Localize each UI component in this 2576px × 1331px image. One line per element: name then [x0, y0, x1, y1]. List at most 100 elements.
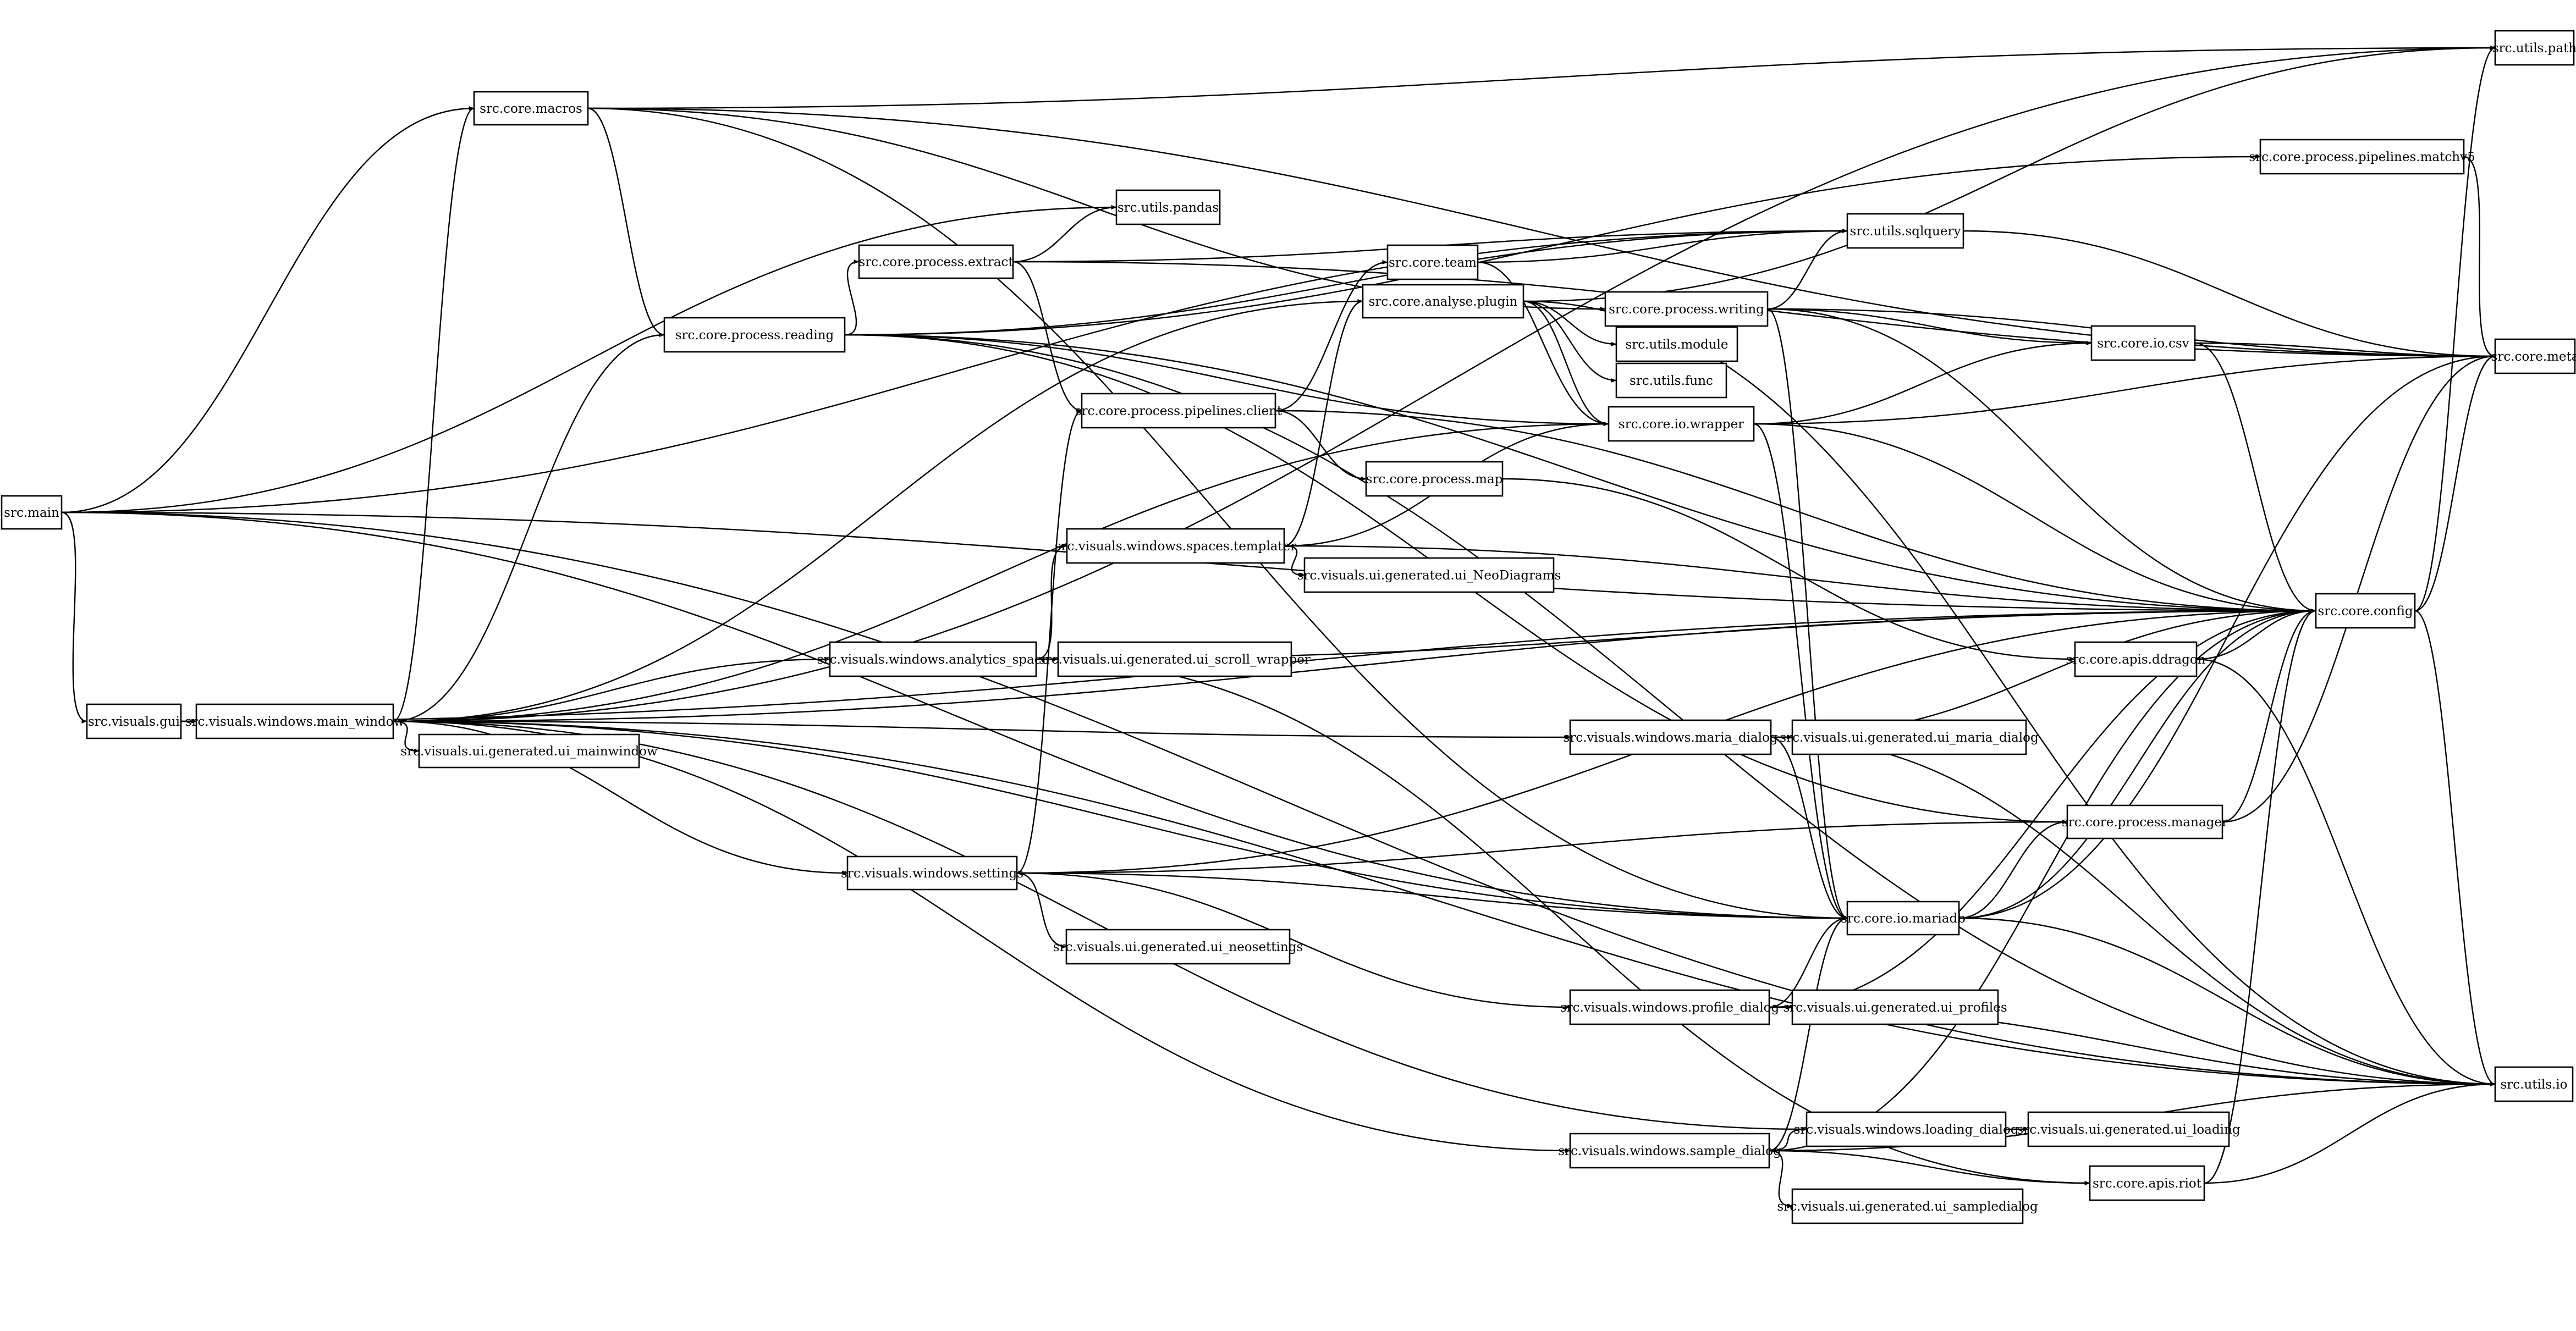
node-label: src.core.config [2318, 604, 2413, 618]
node-meta: src.core.meta [2491, 338, 2576, 374]
node-sampledlg: src.visuals.windows.sample_dialog [1558, 1133, 1781, 1169]
node-label: src.visuals.ui.generated.ui_maria_dialog [1780, 731, 2039, 745]
node-box [1615, 326, 1738, 362]
edge-templater-to-aplugin [1284, 299, 1363, 547]
node-label: src.visuals.ui.generated.ui_neosettings [1053, 940, 1303, 954]
edge-wrapper-to-config [1753, 423, 2316, 613]
node-label: src.core.process.manager [2062, 815, 2228, 830]
edge-aplugin-to-func [1523, 300, 1617, 383]
edge-aplugin-to-wrapper [1523, 300, 1609, 426]
node-label: src.core.apis.riot [2093, 1177, 2202, 1191]
node-uineodiag: src.visuals.ui.generated.ui_NeoDiagrams [1297, 557, 1561, 593]
node-box [1806, 1111, 2007, 1147]
edge-sampledlg-to-uisample [1769, 1150, 1793, 1208]
edge-pclient-to-config [1275, 410, 2316, 613]
node-mariadb: src.core.io.mariadb [1841, 901, 1966, 936]
node-io: src.utils.io [2494, 1066, 2574, 1102]
node-writing: src.core.process.writing [1604, 291, 1769, 327]
node-label: src.utils.pandas [1118, 201, 1219, 215]
edge-templater-to-config [1284, 545, 2316, 613]
edge-macros-to-path [587, 46, 2496, 109]
node-box [2259, 139, 2465, 175]
edge-sqlquery-to-meta [1963, 230, 2496, 358]
node-templater: src.visuals.windows.spaces.templater [1055, 528, 1297, 564]
edge-mariadlg-to-config [1770, 609, 2316, 738]
node-box [1386, 244, 1479, 280]
edge-mainwin-to-mariadlg [393, 720, 1571, 739]
node-reading: src.core.process.reading [663, 317, 846, 353]
node-box [1303, 557, 1555, 593]
edge-config-to-path [2414, 46, 2496, 612]
edge-mainwin-to-analytics [393, 657, 830, 722]
edge-mariadb-to-io [1958, 917, 2496, 1086]
edge-main-to-pandas [61, 205, 1117, 513]
node-label: src.visuals.windows.spaces.templater [1055, 539, 1297, 554]
edge-ddragon-to-io [2196, 658, 2496, 1086]
edge-main-to-io [61, 511, 2496, 1086]
node-label: src.visuals.windows.sample_dialog [1558, 1144, 1781, 1158]
node-label: src.utils.sqlquery [1850, 224, 1961, 239]
node-wrapper: src.core.io.wrapper [1608, 406, 1755, 442]
node-box [418, 733, 640, 769]
node-sqlquery: src.utils.sqlquery [1846, 213, 1964, 249]
node-label: src.core.process.reading [675, 328, 834, 343]
edge-reading-to-extract [844, 259, 860, 336]
edge-mainwin-to-config [393, 609, 2316, 722]
node-box [1791, 989, 1999, 1025]
edge-config-to-io [2414, 610, 2496, 1086]
edge-writing-to-config [1767, 308, 2316, 613]
node-label: src.visuals.windows.main_window [185, 715, 405, 729]
node-box [1791, 719, 2027, 755]
node-box [1569, 1133, 1770, 1169]
node-box [1362, 284, 1524, 319]
edge-mainwin-to-io [393, 720, 2496, 1086]
node-uimainwin: src.visuals.ui.generated.ui_mainwindow [400, 733, 658, 769]
node-label: src.core.io.csv [2097, 336, 2189, 351]
node-label: src.visuals.ui.generated.ui_NeoDiagrams [1297, 568, 1561, 583]
node-label: src.utils.module [1625, 338, 1728, 352]
edge-mainwin-to-reading [393, 333, 665, 722]
node-label: src.visuals.ui.generated.ui_mainwindow [400, 744, 658, 759]
edge-analytics-to-riot [1036, 658, 2090, 1185]
edge-mainwin-to-macros [393, 106, 475, 722]
edge-main-to-sqlquery [61, 229, 1848, 513]
node-riot: src.core.apis.riot [2089, 1165, 2205, 1201]
edge-matchv5-to-meta [2463, 156, 2496, 358]
node-label: src.utils.func [1630, 374, 1713, 388]
edge-mariadb-to-config [1958, 609, 2316, 919]
edge-csv-to-config [2194, 342, 2316, 613]
node-box [829, 641, 1037, 677]
edge-riot-to-io [2204, 1082, 2496, 1184]
node-gui: src.visuals.gui [86, 703, 182, 739]
node-label: src.core.process.pipelines.matchv5 [2249, 150, 2475, 164]
edge-settings-to-manager [1016, 820, 2068, 874]
node-box [86, 703, 182, 739]
node-box [2494, 338, 2576, 374]
node-box [858, 244, 1014, 279]
node-func: src.utils.func [1615, 362, 1727, 399]
node-path: src.utils.path [2492, 30, 2576, 66]
node-settings: src.visuals.windows.settings [841, 855, 1023, 891]
node-box [846, 855, 1018, 891]
edge-settings-to-profiledlg [1016, 872, 1571, 1009]
node-pandas: src.utils.pandas [1115, 189, 1221, 225]
node-main: src.main [1, 495, 63, 530]
edge-aplugin-to-path [1523, 46, 2496, 302]
edge-main-to-gui [61, 511, 87, 724]
edge-macros-to-mariadb [587, 107, 1848, 920]
edge-settings-to-pclient [1016, 408, 1082, 874]
node-box [1066, 528, 1285, 564]
node-label: src.core.io.wrapper [1619, 417, 1744, 432]
node-box [1604, 291, 1769, 327]
node-label: src.main [4, 506, 59, 520]
node-box [1791, 1188, 2024, 1224]
node-box [2074, 641, 2198, 677]
node-label: src.visuals.windows.maria_dialog [1563, 731, 1777, 745]
edge-wrapper-to-mariadb [1753, 423, 1848, 920]
node-box [1, 495, 63, 530]
node-label: src.visuals.ui.generated.ui_profiles [1783, 1001, 2007, 1015]
node-label: src.visuals.windows.loading_dialog [1793, 1123, 2018, 1137]
node-box [1065, 929, 1291, 965]
